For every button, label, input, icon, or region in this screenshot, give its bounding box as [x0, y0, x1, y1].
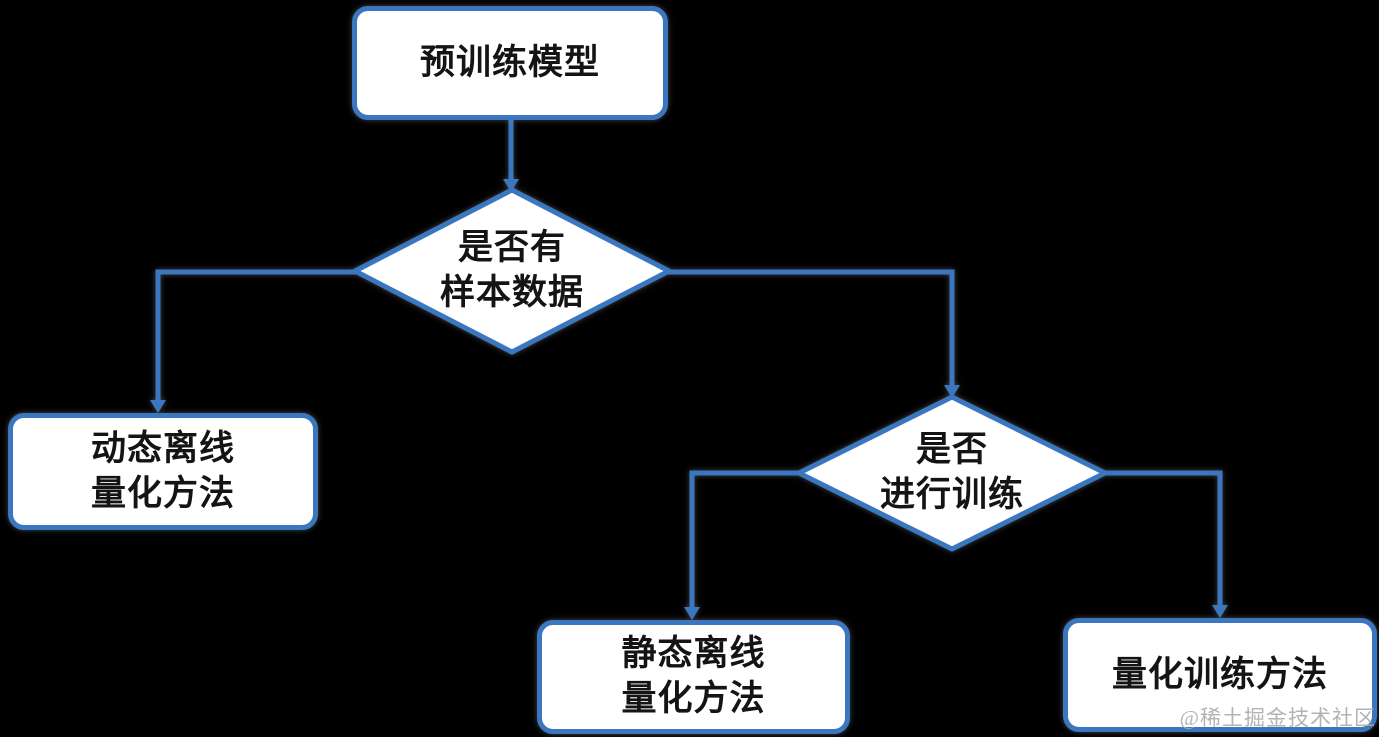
- node-static-offline-label: 静态离线 量化方法: [621, 632, 765, 722]
- connector-pretrained-to-decision1: [503, 120, 519, 192]
- decision-text-line2: 进行训练: [879, 475, 1024, 514]
- node-quantization-training-label: 量化训练方法: [1112, 653, 1328, 698]
- node-text-line1: 静态离线: [621, 634, 766, 674]
- decision-text-line2: 样本数据: [439, 273, 584, 312]
- node-pretrained-model-label: 预训练模型: [420, 41, 600, 86]
- arrowhead-down-icon: [684, 607, 700, 620]
- decision-do-training-shape: [793, 394, 1111, 552]
- node-pretrained-model: 预训练模型: [352, 6, 668, 120]
- node-text-line1: 动态离线: [90, 428, 235, 468]
- decision-has-sample-data-label: 是否有 样本数据: [362, 212, 662, 330]
- node-static-offline-quantization: 静态离线 量化方法: [537, 620, 850, 734]
- node-quantization-training: 量化训练方法: [1063, 618, 1377, 732]
- connector-decision1-to-dynamic: [150, 269, 357, 413]
- node-text: 量化训练方法: [1111, 654, 1328, 694]
- watermark: @稀土掘金技术社区: [1179, 706, 1376, 730]
- connector-decision2-to-qat: [1103, 470, 1228, 618]
- arrowhead-down-icon: [150, 400, 166, 413]
- node-dynamic-offline-label: 动态离线 量化方法: [91, 427, 235, 517]
- decision-text-line1: 是否有: [457, 228, 566, 268]
- arrowhead-down-icon: [944, 385, 960, 398]
- node-text-line2: 量化方法: [621, 679, 766, 718]
- node-text: 预训练模型: [419, 42, 600, 82]
- decision-text-line1: 是否: [915, 430, 988, 470]
- node-text-line2: 量化方法: [90, 473, 235, 513]
- arrowhead-down-icon: [503, 179, 519, 192]
- connector-decision2-to-static: [684, 470, 801, 620]
- node-dynamic-offline-quantization: 动态离线 量化方法: [8, 413, 318, 530]
- connector-decision1-to-decision2: [667, 269, 960, 398]
- arrowhead-down-icon: [1212, 605, 1228, 618]
- decision-has-sample-data-shape: [349, 187, 675, 355]
- decision-do-training-label: 是否 进行训练: [802, 414, 1102, 532]
